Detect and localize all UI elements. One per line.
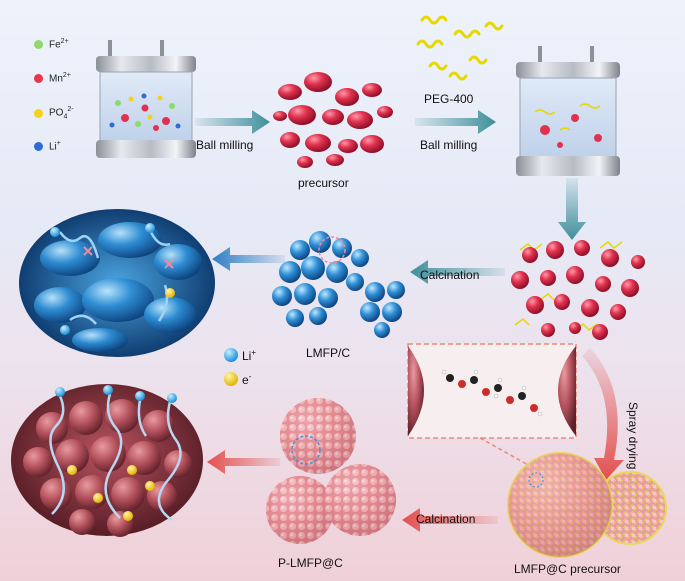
arrow-calcination-1 [410, 260, 505, 284]
legend-label-li: Li+ [49, 140, 61, 153]
lmfp-c-aggregate [272, 231, 405, 338]
precursor-peg-mixture [511, 240, 645, 340]
legend-item-po4: PO42- [34, 106, 74, 120]
li-marker-icon [34, 141, 43, 151]
peg-400-chains [416, 15, 504, 81]
p-lmfp-c-spheres [266, 398, 396, 544]
fe-marker-icon [34, 39, 43, 49]
arrow-spray-drying [582, 348, 624, 480]
legend-label-po4: PO42- [49, 106, 74, 121]
label-ball-milling-2: Ball milling [420, 138, 478, 152]
label-p-lmfp-c: P-LMFP@C [278, 556, 343, 570]
arrow-zoom-p-lmfp-c [207, 450, 280, 474]
label-ball-milling-1: Ball milling [196, 138, 254, 152]
label-lmfp-c-precursor: LMFP@C precursor [514, 562, 621, 576]
legend-label-mn: Mn2+ [49, 72, 71, 85]
label-lmfp-c: LMFP/C [306, 346, 351, 360]
li-carrier-dot [224, 348, 238, 362]
label-precursor: precursor [298, 176, 349, 190]
label-peg-400: PEG-400 [424, 92, 474, 106]
ball-mill-reactor-1 [96, 40, 196, 158]
arrow-zoom-lmfp-c [212, 247, 285, 271]
po4-marker-icon [34, 108, 43, 118]
legend-item-fe: Fe2+ [34, 38, 69, 50]
label-spray-drying: Spray drying [626, 402, 640, 470]
arrow-ball-milling-2 [415, 110, 496, 134]
zoom-p-lmfp-c-interior [11, 384, 203, 537]
zoom-marker-lmfp-c [318, 236, 346, 264]
spray-drying-inset [407, 343, 577, 477]
label-li-carrier: Li+ [242, 348, 257, 363]
peg-molecule [441, 369, 543, 417]
ball-mill-reactor-2 [516, 46, 620, 176]
label-calcination-2: Calcination [416, 512, 476, 526]
label-calcination-1: Calcination [420, 268, 480, 282]
arrow-ball-milling-1 [195, 110, 270, 134]
precursor-particles [273, 72, 393, 168]
legend-item-li: Li+ [34, 140, 61, 152]
legend-label-fe: Fe2+ [49, 38, 69, 51]
mn-marker-icon [34, 73, 43, 83]
arrow-calcination-2 [402, 508, 498, 532]
lmfp-c-precursor-spheres [507, 452, 667, 558]
label-electron-carrier: e- [242, 372, 252, 387]
legend-item-mn: Mn2+ [34, 72, 71, 84]
electron-carrier-dot [224, 372, 238, 386]
zoom-lmfp-c-interior [19, 209, 215, 357]
arrow-down-to-mixture [558, 178, 586, 240]
